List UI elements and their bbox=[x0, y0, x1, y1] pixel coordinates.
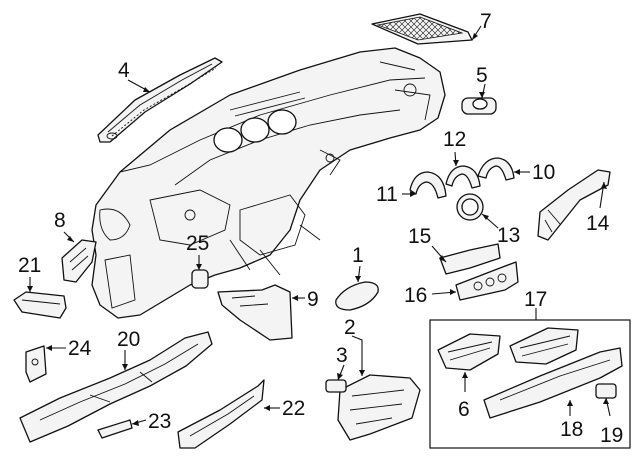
callout-6: 6 bbox=[458, 398, 470, 421]
callout-2: 2 bbox=[344, 316, 356, 339]
switch-panel-part bbox=[455, 261, 519, 301]
leader-arrowheads bbox=[27, 33, 609, 426]
bracket-part bbox=[25, 345, 47, 383]
callout-5: 5 bbox=[476, 64, 488, 87]
button-part-19 bbox=[595, 383, 617, 399]
callout-22: 22 bbox=[282, 397, 305, 420]
callout-labels: 1 2 3 4 5 6 7 8 9 10 11 12 13 14 15 16 1… bbox=[18, 10, 623, 447]
callout-10: 10 bbox=[532, 161, 555, 184]
vent-ring-part bbox=[456, 193, 484, 221]
center-bezel-part bbox=[439, 243, 501, 275]
callout-24: 24 bbox=[68, 337, 92, 360]
callout-1: 1 bbox=[352, 244, 364, 267]
clip-part bbox=[191, 269, 209, 289]
side-panel-part bbox=[61, 239, 97, 283]
trim-tray-part bbox=[13, 291, 67, 319]
clip-part-3 bbox=[325, 379, 347, 393]
callout-12: 12 bbox=[443, 128, 466, 151]
callout-8: 8 bbox=[54, 209, 66, 232]
vent-part-center bbox=[509, 327, 579, 365]
defroster-grille-part bbox=[371, 13, 473, 45]
right-side-trim-part bbox=[537, 169, 611, 241]
lower-panel-part bbox=[217, 284, 293, 341]
callout-21: 21 bbox=[18, 254, 41, 277]
vent-bezel-parts bbox=[409, 157, 515, 199]
callout-9: 9 bbox=[307, 288, 319, 311]
small-clip-part bbox=[97, 419, 133, 439]
vent-part-6 bbox=[437, 333, 501, 371]
callout-20: 20 bbox=[117, 328, 140, 351]
callout-13: 13 bbox=[497, 224, 520, 247]
callout-14: 14 bbox=[586, 212, 610, 235]
switch-part bbox=[461, 97, 497, 115]
cover-part bbox=[335, 281, 379, 311]
cluster-housing-part bbox=[337, 374, 421, 441]
callout-3: 3 bbox=[336, 344, 348, 367]
callout-23: 23 bbox=[148, 410, 171, 433]
kit-frame-17 bbox=[429, 319, 631, 449]
side-trim-panel-part bbox=[177, 379, 265, 449]
callout-15: 15 bbox=[408, 225, 431, 248]
dash-trim-part-18 bbox=[483, 347, 623, 419]
console-side-trim-part bbox=[19, 331, 213, 443]
callout-11: 11 bbox=[376, 183, 398, 206]
dash-trim-strip-part bbox=[97, 57, 223, 143]
instrument-panel-assembly bbox=[91, 47, 446, 319]
callout-7: 7 bbox=[480, 10, 492, 33]
callout-19: 19 bbox=[600, 424, 623, 447]
callout-4: 4 bbox=[118, 59, 130, 82]
callout-18: 18 bbox=[560, 418, 583, 441]
callout-17: 17 bbox=[524, 288, 547, 311]
callout-25: 25 bbox=[186, 232, 209, 255]
callout-16: 16 bbox=[404, 284, 427, 307]
